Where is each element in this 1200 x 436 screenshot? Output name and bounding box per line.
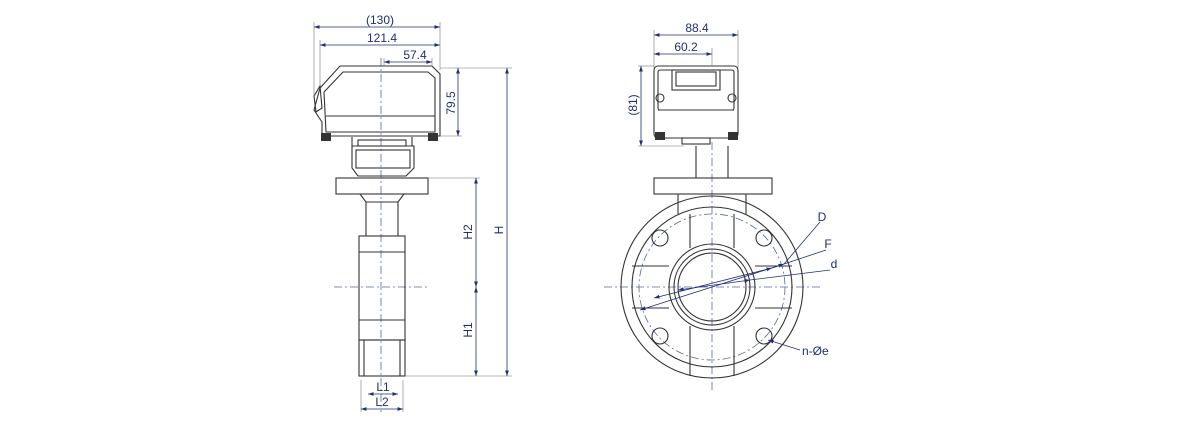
dim-width-57: 57.4 (403, 48, 427, 62)
leader-line-small-d (677, 278, 751, 292)
side-view: (130) 121.4 57.4 79.5 H2 H1 H L1 L2 (313, 13, 512, 412)
dim-l1: L1 (376, 380, 390, 394)
dim-width-121: 121.4 (367, 31, 397, 45)
leader-line-bolt-holes (767, 339, 801, 351)
dim-h2: H2 (461, 224, 475, 240)
dim-big-d: D (818, 210, 827, 224)
dim-l2: L2 (375, 395, 389, 409)
bolt-hole-icon (651, 327, 669, 345)
front-view: 88.4 60.2 (81) D F d n-Øe (604, 21, 837, 392)
dim-width-60: 60.2 (674, 40, 698, 54)
screw-left-icon (655, 93, 665, 103)
top-mounting-flange (335, 177, 429, 195)
dim-h: H (492, 226, 506, 235)
valve-neck (351, 145, 415, 177)
side-extension-lines (313, 22, 512, 412)
dim-h1: H1 (461, 322, 475, 338)
dim-width-88: 88.4 (685, 21, 709, 35)
bolt-hole-icon (755, 229, 773, 247)
leader-line-small-d-tail (749, 269, 831, 281)
screw-right-icon (727, 93, 737, 103)
bolt-holes (651, 229, 773, 345)
leader-line-f-tail (771, 249, 827, 269)
dim-overall-width: (130) (366, 13, 394, 27)
display-window (675, 71, 717, 87)
bolt-hole-icon (755, 327, 773, 345)
dim-f: F (824, 237, 831, 251)
dim-actuator-height: 79.5 (444, 91, 458, 115)
front-actuator (653, 65, 739, 178)
dim-small-d: d (831, 257, 838, 271)
bolt-hole-icon (651, 229, 669, 247)
actuator-housing (313, 65, 441, 147)
dim-height-81: (81) (626, 94, 640, 115)
valve-body-side (358, 235, 406, 377)
valve-stem (359, 193, 405, 237)
dim-bolt-holes: n-Øe (802, 344, 829, 358)
front-top-flange (653, 177, 773, 195)
leader-line-big-d-tail (783, 221, 821, 265)
bolt-circle (638, 213, 786, 361)
